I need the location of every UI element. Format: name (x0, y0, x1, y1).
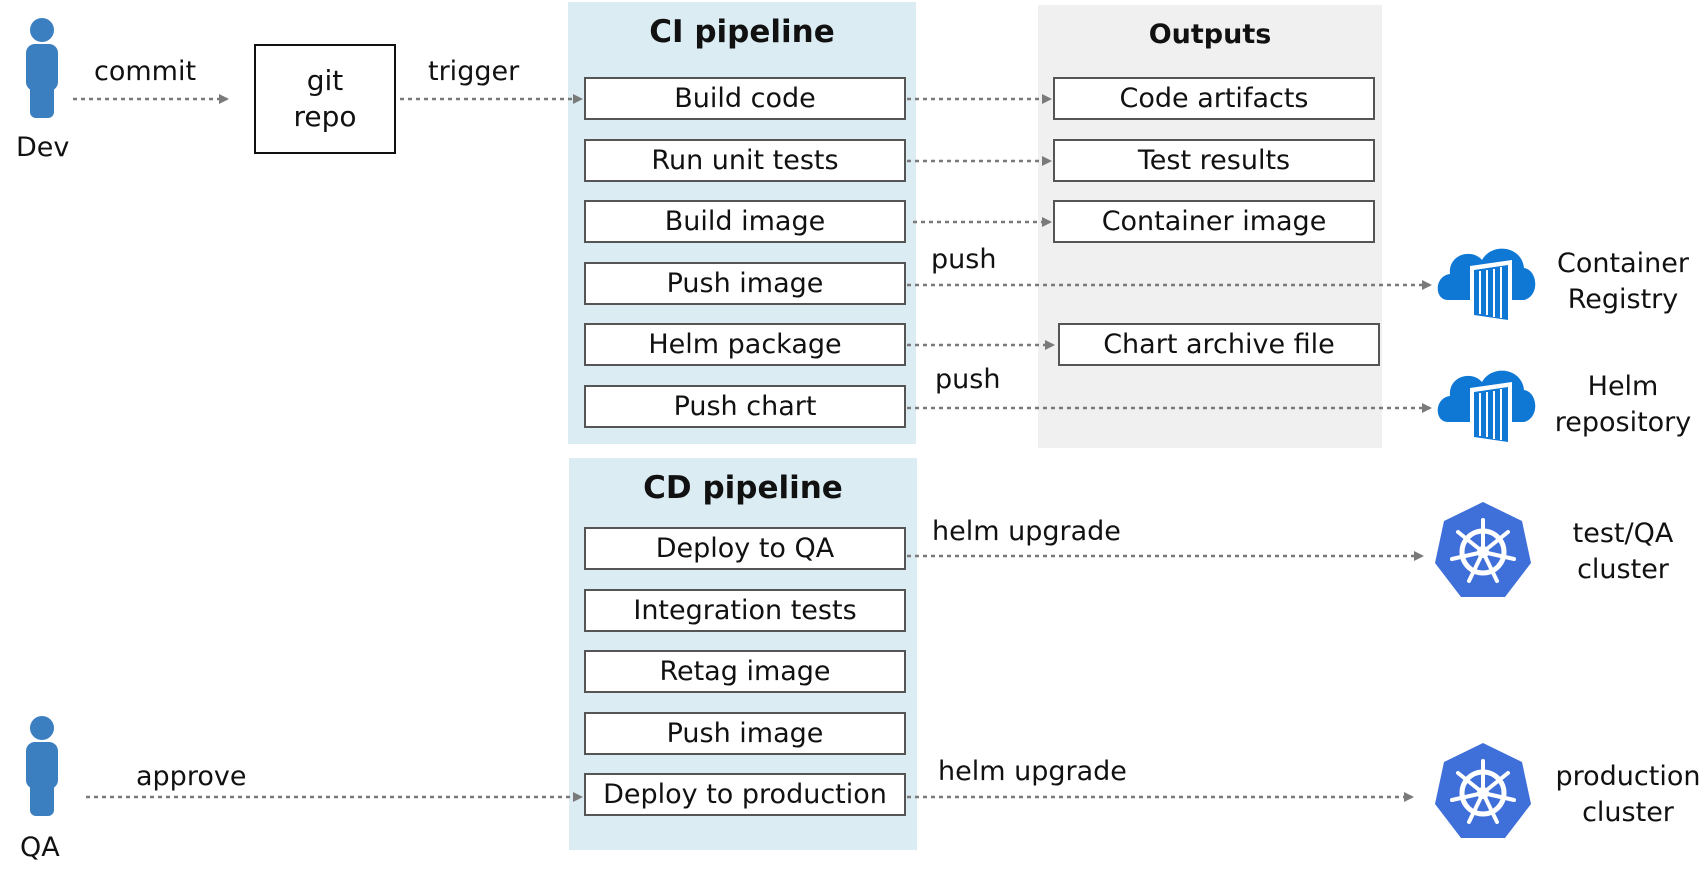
container-registry-label-line2: Registry (1567, 284, 1679, 315)
ci-step-push-image: Push image (584, 262, 906, 305)
git-repo-box: git repo (254, 44, 396, 154)
test-cluster-label-line2: cluster (1577, 554, 1669, 585)
test-cluster-label-line1: test/QA (1572, 518, 1674, 549)
cd-pipeline-title: CD pipeline (643, 470, 843, 506)
cd-step-deploy-to-production: Deploy to production (584, 773, 906, 816)
ci-step-run-unit-tests: Run unit tests (584, 139, 906, 182)
approve-label: approve (136, 761, 247, 792)
helm-upgrade-qa-label: helm upgrade (932, 516, 1121, 547)
outputs-title: Outputs (1148, 19, 1272, 50)
ci-pipeline-title: CI pipeline (649, 14, 835, 50)
qa-person-icon (26, 716, 58, 816)
qa-label: QA (20, 832, 60, 863)
container-registry-label: Container Registry (1548, 246, 1698, 318)
helm-upgrade-prod-label: helm upgrade (938, 756, 1127, 787)
push-image-label: push (931, 244, 997, 275)
dev-label: Dev (16, 132, 70, 163)
ci-step-push-chart: Push chart (584, 385, 906, 428)
test-cluster-kubernetes-icon (1435, 502, 1531, 597)
ci-step-helm-package: Helm package (584, 323, 906, 366)
output-container-image: Container image (1053, 200, 1375, 243)
output-test-results: Test results (1053, 139, 1375, 182)
git-repo-line1: git (306, 64, 344, 97)
cd-step-push-image: Push image (584, 712, 906, 755)
output-chart-archive-file: Chart archive file (1058, 323, 1380, 366)
prod-cluster-label: production cluster (1548, 759, 1708, 831)
container-registry-icon (1437, 248, 1536, 324)
commit-label: commit (94, 56, 197, 87)
prod-cluster-label-line1: production (1555, 761, 1701, 792)
helm-repository-label-line1: Helm (1587, 371, 1659, 402)
ci-step-build-image: Build image (584, 200, 906, 243)
container-registry-label-line1: Container (1557, 248, 1689, 279)
cd-step-deploy-to-qa: Deploy to QA (584, 527, 906, 570)
cd-step-integration-tests: Integration tests (584, 589, 906, 632)
ci-step-build-code: Build code (584, 77, 906, 120)
git-repo-line2: repo (293, 100, 357, 133)
dev-person-icon (26, 18, 58, 118)
test-cluster-label: test/QA cluster (1548, 516, 1698, 588)
helm-repository-icon (1437, 370, 1536, 446)
output-code-artifacts: Code artifacts (1053, 77, 1375, 120)
cd-step-retag-image: Retag image (584, 650, 906, 693)
helm-repository-label-line2: repository (1554, 407, 1692, 438)
helm-repository-label: Helm repository (1548, 369, 1698, 441)
prod-cluster-label-line2: cluster (1582, 797, 1674, 828)
push-chart-label: push (935, 364, 1001, 395)
trigger-label: trigger (428, 56, 520, 87)
prod-cluster-kubernetes-icon (1435, 743, 1531, 838)
